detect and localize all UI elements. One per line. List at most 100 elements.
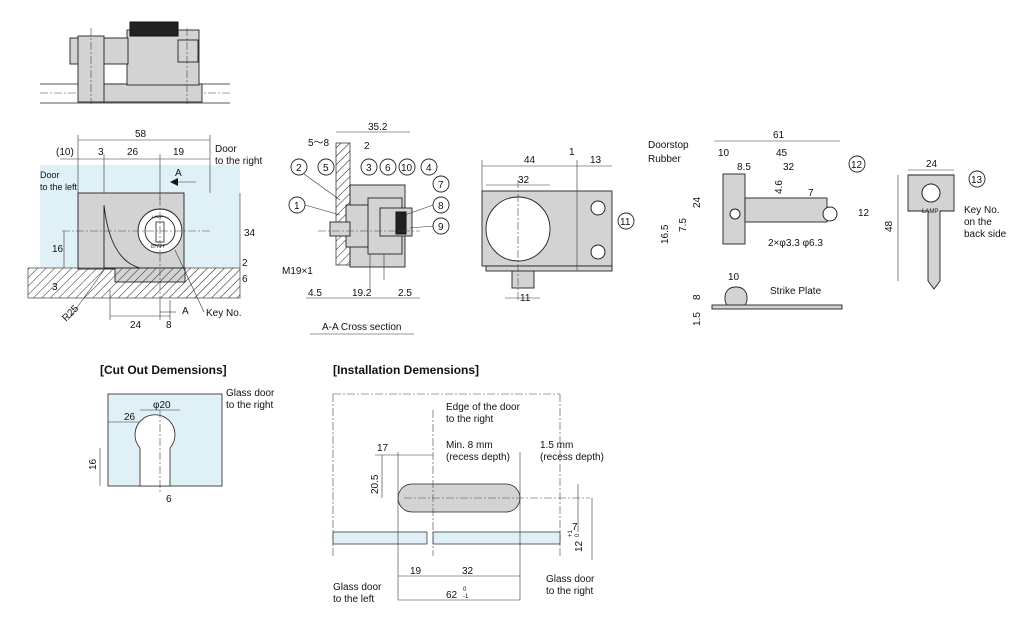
edge-label-1: Edge of the door <box>446 402 521 413</box>
dim-61: 61 <box>773 130 785 141</box>
dim-44: 44 <box>524 155 536 166</box>
dim-34: 34 <box>244 228 256 239</box>
doorstop-label-2: Rubber <box>648 154 681 165</box>
dim-8: 8 <box>166 320 172 331</box>
dim-32b: 32 <box>783 162 795 173</box>
dim-26: 26 <box>127 147 139 158</box>
key-back-label-2: on the <box>964 217 992 228</box>
edge-label-2: to the right <box>446 414 493 425</box>
dim-2-5: 2.5 <box>398 288 412 299</box>
dim-11: 11 <box>520 293 531 304</box>
side-view: 44 32 1 13 11 11 <box>481 147 635 304</box>
dim-45: 45 <box>776 148 788 159</box>
doorstop-view: 61 10 45 8.5 32 24 4.6 7 12 16.5 7.5 2×φ… <box>648 130 870 326</box>
key-back-label-3: back side <box>964 229 1007 240</box>
dim-3b: 3 <box>52 282 58 293</box>
callout-6: 6 <box>385 163 391 174</box>
inst-dim-12-tol-bot: 0 <box>575 533 581 537</box>
front-view: LAMP 87777 58 (10) 3 26 19 34 2 6 16 3 2… <box>27 129 262 331</box>
callout-12: 12 <box>851 160 863 171</box>
dim-10b: 10 <box>718 148 730 159</box>
callout-13: 13 <box>971 175 983 186</box>
dim-32: 32 <box>518 175 530 186</box>
dim-24k: 24 <box>926 159 938 170</box>
min8-label-2: (recess depth) <box>446 452 510 463</box>
dim-13: 13 <box>590 155 602 166</box>
callout-3: 3 <box>366 163 372 174</box>
key-lamp-mark: LAMP <box>922 209 938 215</box>
dim-8-5: 8.5 <box>737 162 751 173</box>
cut-out-view: [Cut Out Demensions] 26 φ20 16 6 Glass d… <box>88 363 275 505</box>
key-no-label: Key No. <box>206 308 242 319</box>
dim-24b: 24 <box>692 196 703 208</box>
glass-right-label-2: to the right <box>546 586 593 597</box>
inst-dim-62-tol-top: 0 <box>463 587 467 593</box>
dim-16: 16 <box>52 244 64 255</box>
glass-right-label-1: Glass door <box>546 574 595 585</box>
dim-3: 3 <box>98 147 104 158</box>
glass-left-label-2: to the left <box>333 594 374 605</box>
inst-dim-17: 17 <box>377 443 389 454</box>
aa-cross-section: 35.2 5～8 2 4.5 19.2 2.5 M19×1 A-A Cross … <box>282 122 420 335</box>
dim-16-5: 16.5 <box>660 224 671 244</box>
inst-dim-12: 12 <box>574 540 585 552</box>
dim-1: 1 <box>569 147 575 158</box>
dim-7: 7 <box>808 188 814 199</box>
top-view <box>40 21 230 104</box>
glass-left-label-1: Glass door <box>333 582 382 593</box>
dim-10c: 10 <box>728 272 740 283</box>
section-a-top: A <box>175 168 182 179</box>
dim-58: 58 <box>135 129 147 140</box>
dim-6: 6 <box>242 274 248 285</box>
mm15-label-2: (recess depth) <box>540 452 604 463</box>
dim-7-5: 7.5 <box>678 218 689 232</box>
dim-24: 24 <box>130 320 142 331</box>
callout-7: 7 <box>438 180 444 191</box>
installation-title: [Installation Demensions] <box>333 363 479 377</box>
callout-11: 11 <box>620 217 631 228</box>
lamp-mark: LAMP <box>152 214 163 219</box>
dim-35-2: 35.2 <box>368 122 388 133</box>
cut-glass-label-1: Glass door <box>226 388 275 399</box>
callouts-section: 1 2 5 3 6 10 4 7 8 9 <box>288 158 450 235</box>
aa-caption: A-A Cross section <box>322 322 401 333</box>
inst-dim-19: 19 <box>410 566 422 577</box>
holes-label: 2×φ3.3 φ6.3 <box>768 238 823 249</box>
strike-plate-label: Strike Plate <box>770 286 822 297</box>
inst-dim-12-tol-top: +1 <box>568 529 574 537</box>
inst-dim-20-5: 20.5 <box>370 474 381 494</box>
callout-9: 9 <box>438 222 444 233</box>
key-view: LAMP 24 48 13 Key No. on the back side <box>884 159 1007 290</box>
callout-1: 1 <box>294 201 300 212</box>
dim-48: 48 <box>884 220 895 232</box>
cut-out-title: [Cut Out Demensions] <box>100 363 227 377</box>
min8-label-1: Min. 8 mm <box>446 440 493 451</box>
section-a-bottom: A <box>182 306 189 317</box>
dim-2: 2 <box>242 258 248 269</box>
mm15-label-1: 1.5 mm <box>540 440 573 451</box>
cut-glass-label-2: to the right <box>226 400 273 411</box>
callout-2: 2 <box>296 163 302 174</box>
inst-dim-32: 32 <box>462 566 474 577</box>
door-right-label-1: Door <box>215 144 237 155</box>
dim-19: 19 <box>173 147 185 158</box>
callout-8: 8 <box>438 201 444 212</box>
dim-19-2: 19.2 <box>352 288 372 299</box>
dim-4-5: 4.5 <box>308 288 322 299</box>
cut-dim-16: 16 <box>88 458 99 470</box>
doorstop-label-1: Doorstop <box>648 140 689 151</box>
callout-10: 10 <box>401 163 413 174</box>
door-right-label-2: to the right <box>215 156 262 167</box>
cut-dim-phi20: φ20 <box>153 400 171 411</box>
inst-dim-62-tol-bot: -1 <box>463 594 469 600</box>
callout-5: 5 <box>323 163 329 174</box>
installation-view: [Installation Demensions] 17 20.5 19 32 … <box>332 363 604 605</box>
m19-label: M19×1 <box>282 266 313 277</box>
key-code-mark: 87777 <box>151 244 165 250</box>
door-left-label-2: to the left <box>40 182 78 192</box>
cut-dim-6: 6 <box>166 494 172 505</box>
dim-5-8: 5～8 <box>308 138 330 149</box>
cut-dim-26: 26 <box>124 412 136 423</box>
